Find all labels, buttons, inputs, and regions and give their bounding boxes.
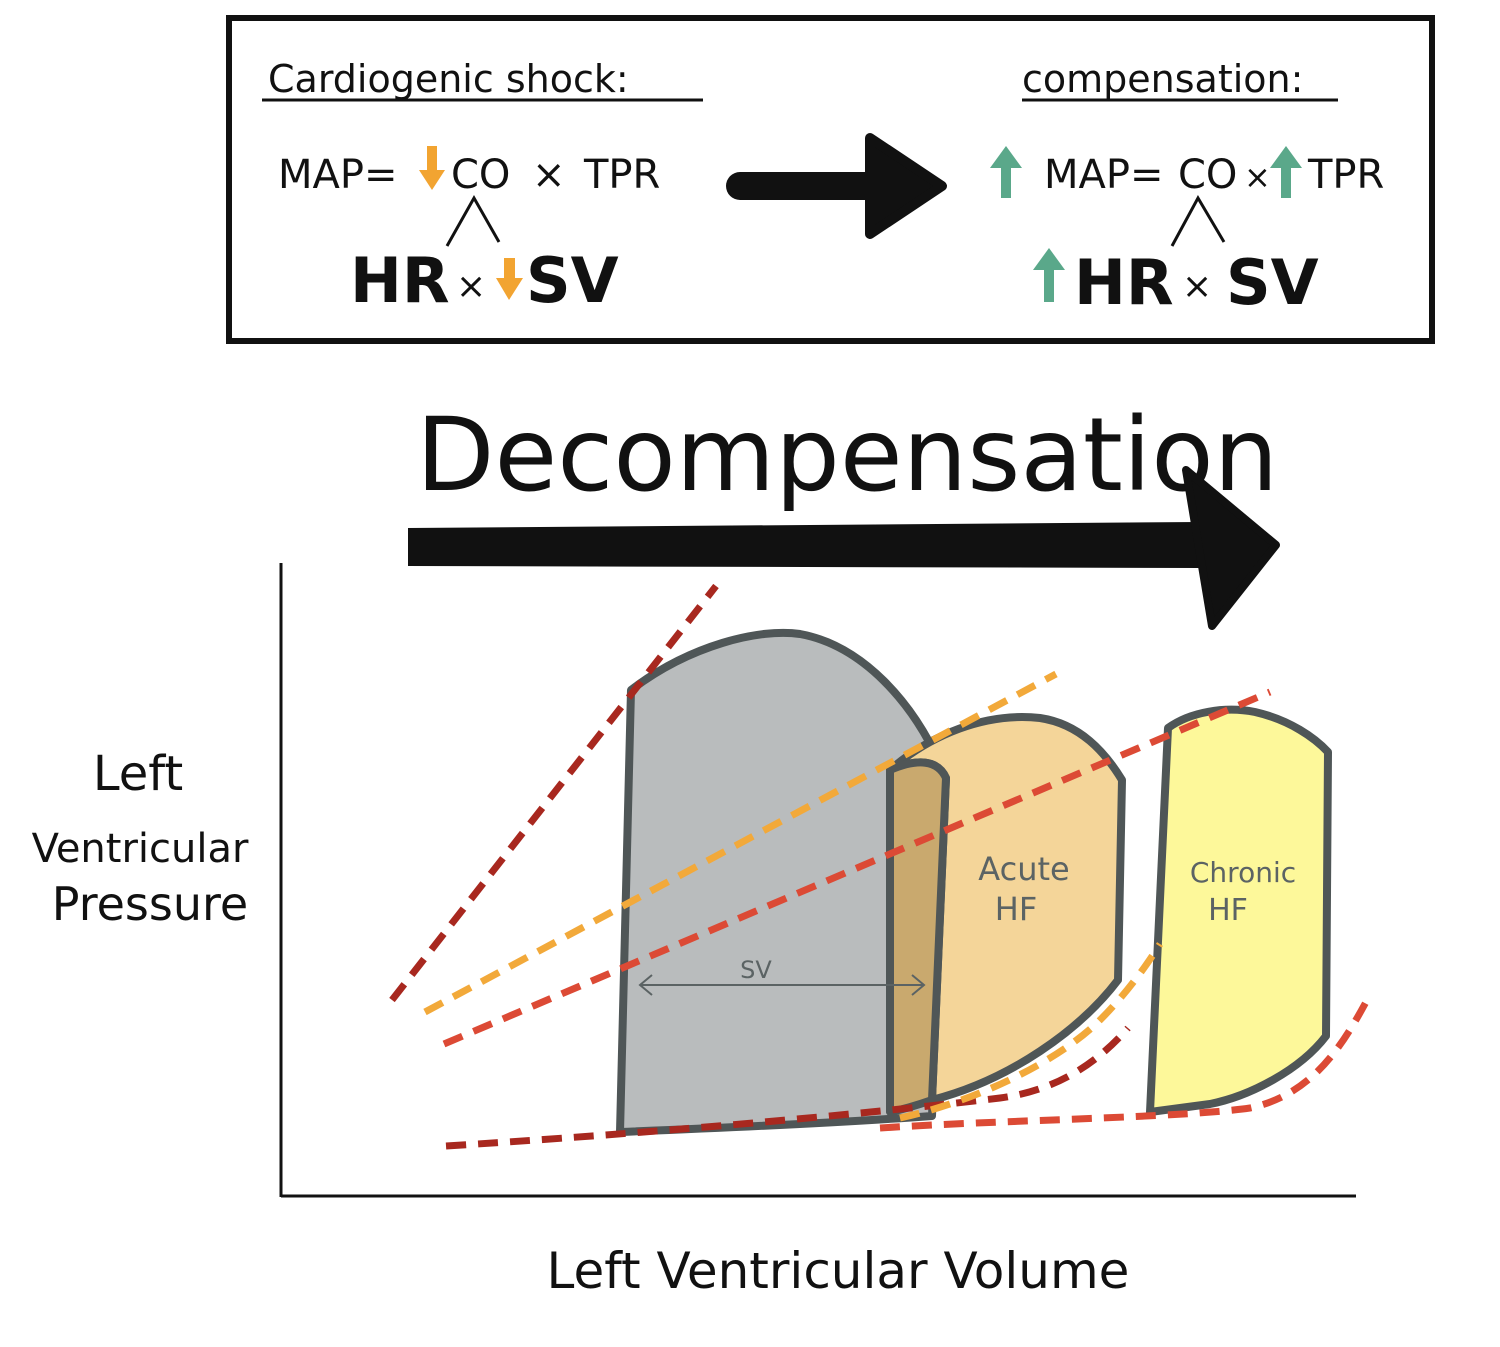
decompensation-heading: Decompensation xyxy=(416,396,1278,515)
tpr-increase-arrow-icon xyxy=(1270,146,1302,198)
right-times-text: × xyxy=(1244,158,1271,196)
acute-edpvr-curve xyxy=(899,942,1163,1122)
left-co-text: CO xyxy=(451,152,510,198)
right-sv-text: SV xyxy=(1226,246,1319,319)
compensation-title: compensation: xyxy=(1022,57,1303,101)
y-label-line-3: Pressure xyxy=(52,877,248,931)
acute-label-line-1: Acute xyxy=(978,850,1069,888)
sv-width-arrow xyxy=(638,974,926,996)
acute-espvr-line xyxy=(423,670,1058,1016)
chronic-edpvr-curve xyxy=(879,1000,1370,1132)
y-label-line-1: Left xyxy=(93,746,183,802)
left-tpr-text: TPR xyxy=(583,152,660,198)
chronic-label-line-1: Chronic xyxy=(1190,856,1296,889)
decompensation-arrow-icon xyxy=(408,466,1280,630)
chronic-hf-pv-loop xyxy=(1146,705,1332,1116)
left-hr-text: HR xyxy=(350,244,450,317)
normal-edpvr-curve xyxy=(445,1025,1131,1150)
right-times-2-text: × xyxy=(1182,266,1212,307)
co-decrease-arrow-icon xyxy=(419,146,445,190)
acute-label-line-2: HF xyxy=(995,890,1037,928)
hr-increase-arrow-icon xyxy=(1033,248,1065,302)
left-times-text: × xyxy=(532,152,566,198)
map-increase-arrow-icon xyxy=(990,146,1022,198)
right-map-text: MAP= xyxy=(1044,152,1164,198)
right-co-branch xyxy=(1170,194,1226,247)
right-tpr-text: TPR xyxy=(1307,152,1384,198)
right-co-text: CO xyxy=(1178,152,1237,198)
left-map-text: MAP= xyxy=(278,152,398,198)
normal-espvr-line xyxy=(389,583,719,1003)
y-label-line-2: Ventricular xyxy=(32,826,249,872)
left-sv-text: SV xyxy=(526,244,619,317)
overlap-region xyxy=(886,758,950,1116)
cardiogenic-shock-title: Cardiogenic shock: xyxy=(268,57,629,101)
x-axis-label: Left Ventricular Volume xyxy=(547,1242,1130,1300)
chronic-espvr-line xyxy=(442,688,1272,1048)
right-hr-text: HR xyxy=(1074,246,1174,319)
left-co-branch xyxy=(445,194,501,247)
pressure-volume-graph: SV Acute HF Chronic HF Left Ventricular … xyxy=(32,563,1370,1300)
sv-decrease-arrow-icon xyxy=(496,258,523,300)
transition-arrow-icon xyxy=(726,133,947,239)
chronic-label-line-2: HF xyxy=(1208,893,1248,928)
equation-box: Cardiogenic shock: MAP= CO × TPR HR × SV… xyxy=(226,15,1435,344)
equation-box-frame xyxy=(226,15,1435,344)
left-times-2-text: × xyxy=(456,266,486,307)
sv-label: SV xyxy=(740,956,772,984)
